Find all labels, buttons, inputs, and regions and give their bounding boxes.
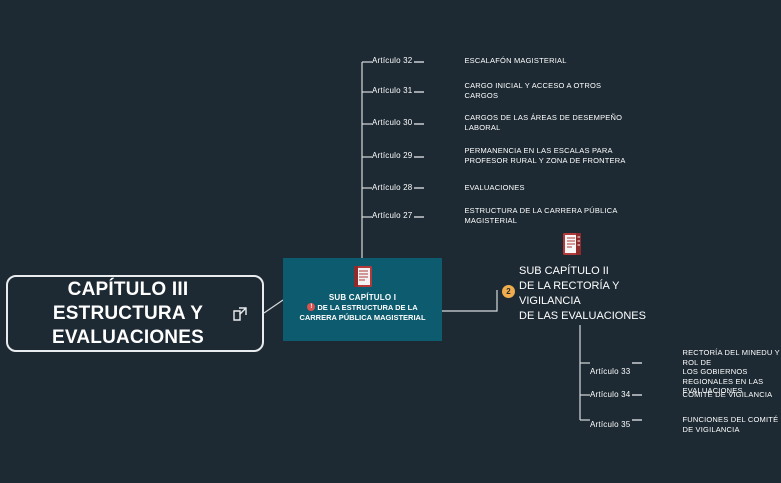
root-node-capitulo-iii[interactable]: CAPÍTULO III ESTRUCTURA Y EVALUACIONES (6, 275, 264, 352)
article-number: Artículo 30 (372, 118, 413, 127)
article-number: Artículo 28 (372, 183, 413, 193)
external-link-icon[interactable] (232, 306, 248, 322)
warning-badge: ! (307, 303, 316, 312)
article-number: Artículo 34 (590, 390, 631, 400)
sub-chapter-1-subtitle-wrap: !DE LA ESTRUCTURA DE LA CARRERA PÚBLICA … (283, 303, 442, 322)
article-title: CARGOS DE LAS ÁREAS DE DESEMPEÑO LABORAL (464, 113, 623, 132)
list-item[interactable]: Artículo 29 PERMANENCIA EN LAS ESCALAS P… (372, 146, 626, 165)
article-title: COMITÉ DE VIGILANCIA (682, 390, 773, 399)
article-title: ESCALAFÓN MAGISTERIAL (464, 56, 567, 65)
list-item[interactable]: Artículo 32 ESCALAFÓN MAGISTERIAL (372, 56, 567, 66)
list-item[interactable]: Artículo 33 RECTORÍA DEL MINEDU Y ROL DE… (590, 348, 781, 396)
article-title: CARGO INICIAL Y ACCESO A OTROS CARGOS (464, 81, 602, 100)
list-item[interactable]: Artículo 35 FUNCIONES DEL COMITÉ DE VIGI… (590, 415, 781, 434)
list-item[interactable]: Artículo 28 EVALUACIONES (372, 183, 525, 193)
article-number: Artículo 29 (372, 151, 413, 160)
article-number: Artículo 35 (590, 420, 631, 429)
number-badge: 2 (502, 285, 515, 298)
sub-chapter-1-node[interactable]: SUB CAPÍTULO I !DE LA ESTRUCTURA DE LA C… (283, 258, 442, 341)
list-item[interactable]: Artículo 34 COMITÉ DE VIGILANCIA (590, 390, 772, 400)
article-title: ESTRUCTURA DE LA CARRERA PÚBLICA MAGISTE… (464, 206, 618, 225)
article-title: FUNCIONES DEL COMITÉ DE VIGILANCIA (682, 415, 779, 434)
sub-chapter-1-title: SUB CAPÍTULO I (328, 293, 397, 302)
article-title: PERMANENCIA EN LAS ESCALAS PARA PROFESOR… (464, 146, 626, 165)
sub-chapter-2-node[interactable]: 2 SUB CAPÍTULO II DE LA RECTORÍA Y VIGIL… (497, 230, 657, 325)
page-title: CAPÍTULO III ESTRUCTURA Y EVALUACIONES (52, 278, 204, 348)
article-title: EVALUACIONES (464, 183, 525, 192)
notebook-icon (559, 230, 585, 258)
list-item[interactable]: Artículo 30 CARGOS DE LAS ÁREAS DE DESEM… (372, 113, 622, 132)
article-title: RECTORÍA DEL MINEDU Y ROL DE LOS GOBIERN… (682, 348, 780, 395)
article-number: Artículo 27 (372, 211, 413, 220)
article-number: Artículo 32 (372, 56, 413, 66)
article-number: Artículo 33 (590, 367, 631, 377)
sub-chapter-2-label: SUB CAPÍTULO II DE LA RECTORÍA Y VIGILAN… (519, 265, 646, 322)
list-item[interactable]: Artículo 31 CARGO INICIAL Y ACCESO A OTR… (372, 81, 601, 100)
article-number: Artículo 31 (372, 86, 413, 95)
book-icon (351, 264, 375, 290)
list-item[interactable]: Artículo 27 ESTRUCTURA DE LA CARRERA PÚB… (372, 206, 618, 225)
sub-chapter-1-subtitle: DE LA ESTRUCTURA DE LA CARRERA PÚBLICA M… (299, 303, 426, 322)
